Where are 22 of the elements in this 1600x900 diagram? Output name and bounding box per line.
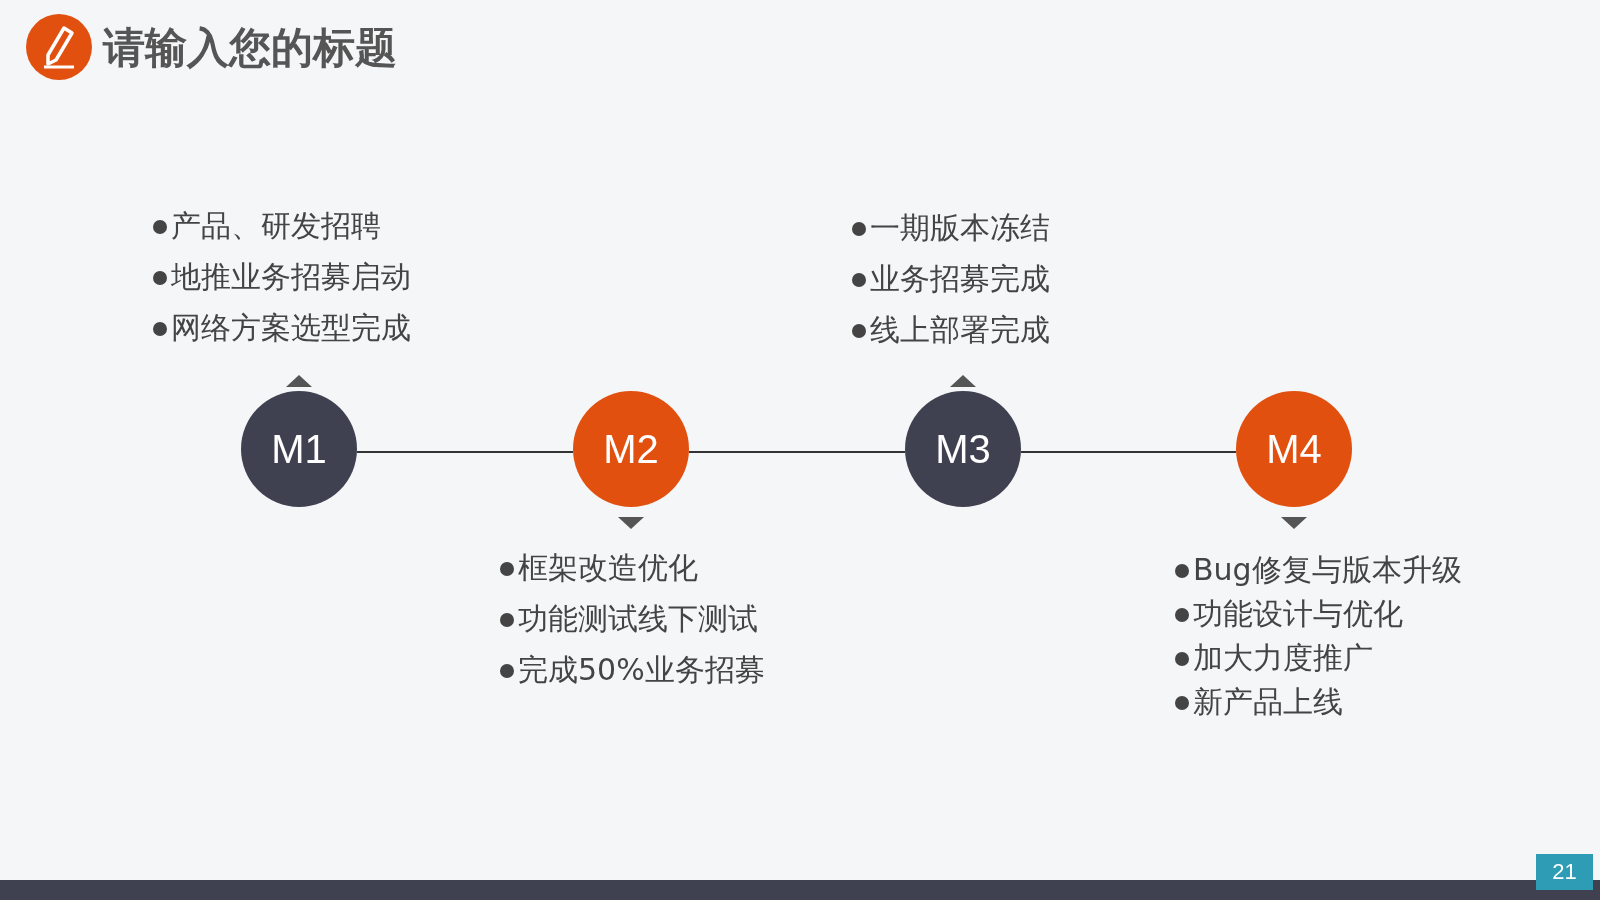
milestone-item: 网络方案选型完成 — [171, 309, 411, 347]
milestone-label: M3 — [935, 429, 991, 469]
milestone-item: 新产品上线 — [1193, 683, 1343, 721]
connector-line — [1020, 451, 1237, 453]
milestone-label: M2 — [603, 429, 659, 469]
milestone-item: 功能设计与优化 — [1193, 595, 1403, 633]
connector-line — [356, 451, 574, 453]
milestone-label: M4 — [1266, 429, 1322, 469]
milestone-item: 功能测试线下测试 — [518, 600, 758, 638]
slide-title: 请输入您的标题 — [103, 22, 397, 74]
milestone-item: 框架改造优化 — [518, 549, 698, 587]
milestone-item: 加大力度推广 — [1193, 639, 1373, 677]
milestone-item: 业务招募完成 — [870, 260, 1050, 298]
milestone-item: 一期版本冻结 — [870, 209, 1050, 247]
milestone-label: M1 — [271, 429, 327, 469]
milestone-item: 线上部署完成 — [870, 311, 1050, 349]
milestone-item: 地推业务招募启动 — [171, 258, 411, 296]
connector-line — [688, 451, 906, 453]
page-number: 21 — [1536, 854, 1593, 890]
milestone-item: 完成50%业务招募 — [518, 651, 765, 689]
milestone-item: 产品、研发招聘 — [171, 207, 381, 245]
milestone-item: Bug修复与版本升级 — [1193, 551, 1462, 589]
